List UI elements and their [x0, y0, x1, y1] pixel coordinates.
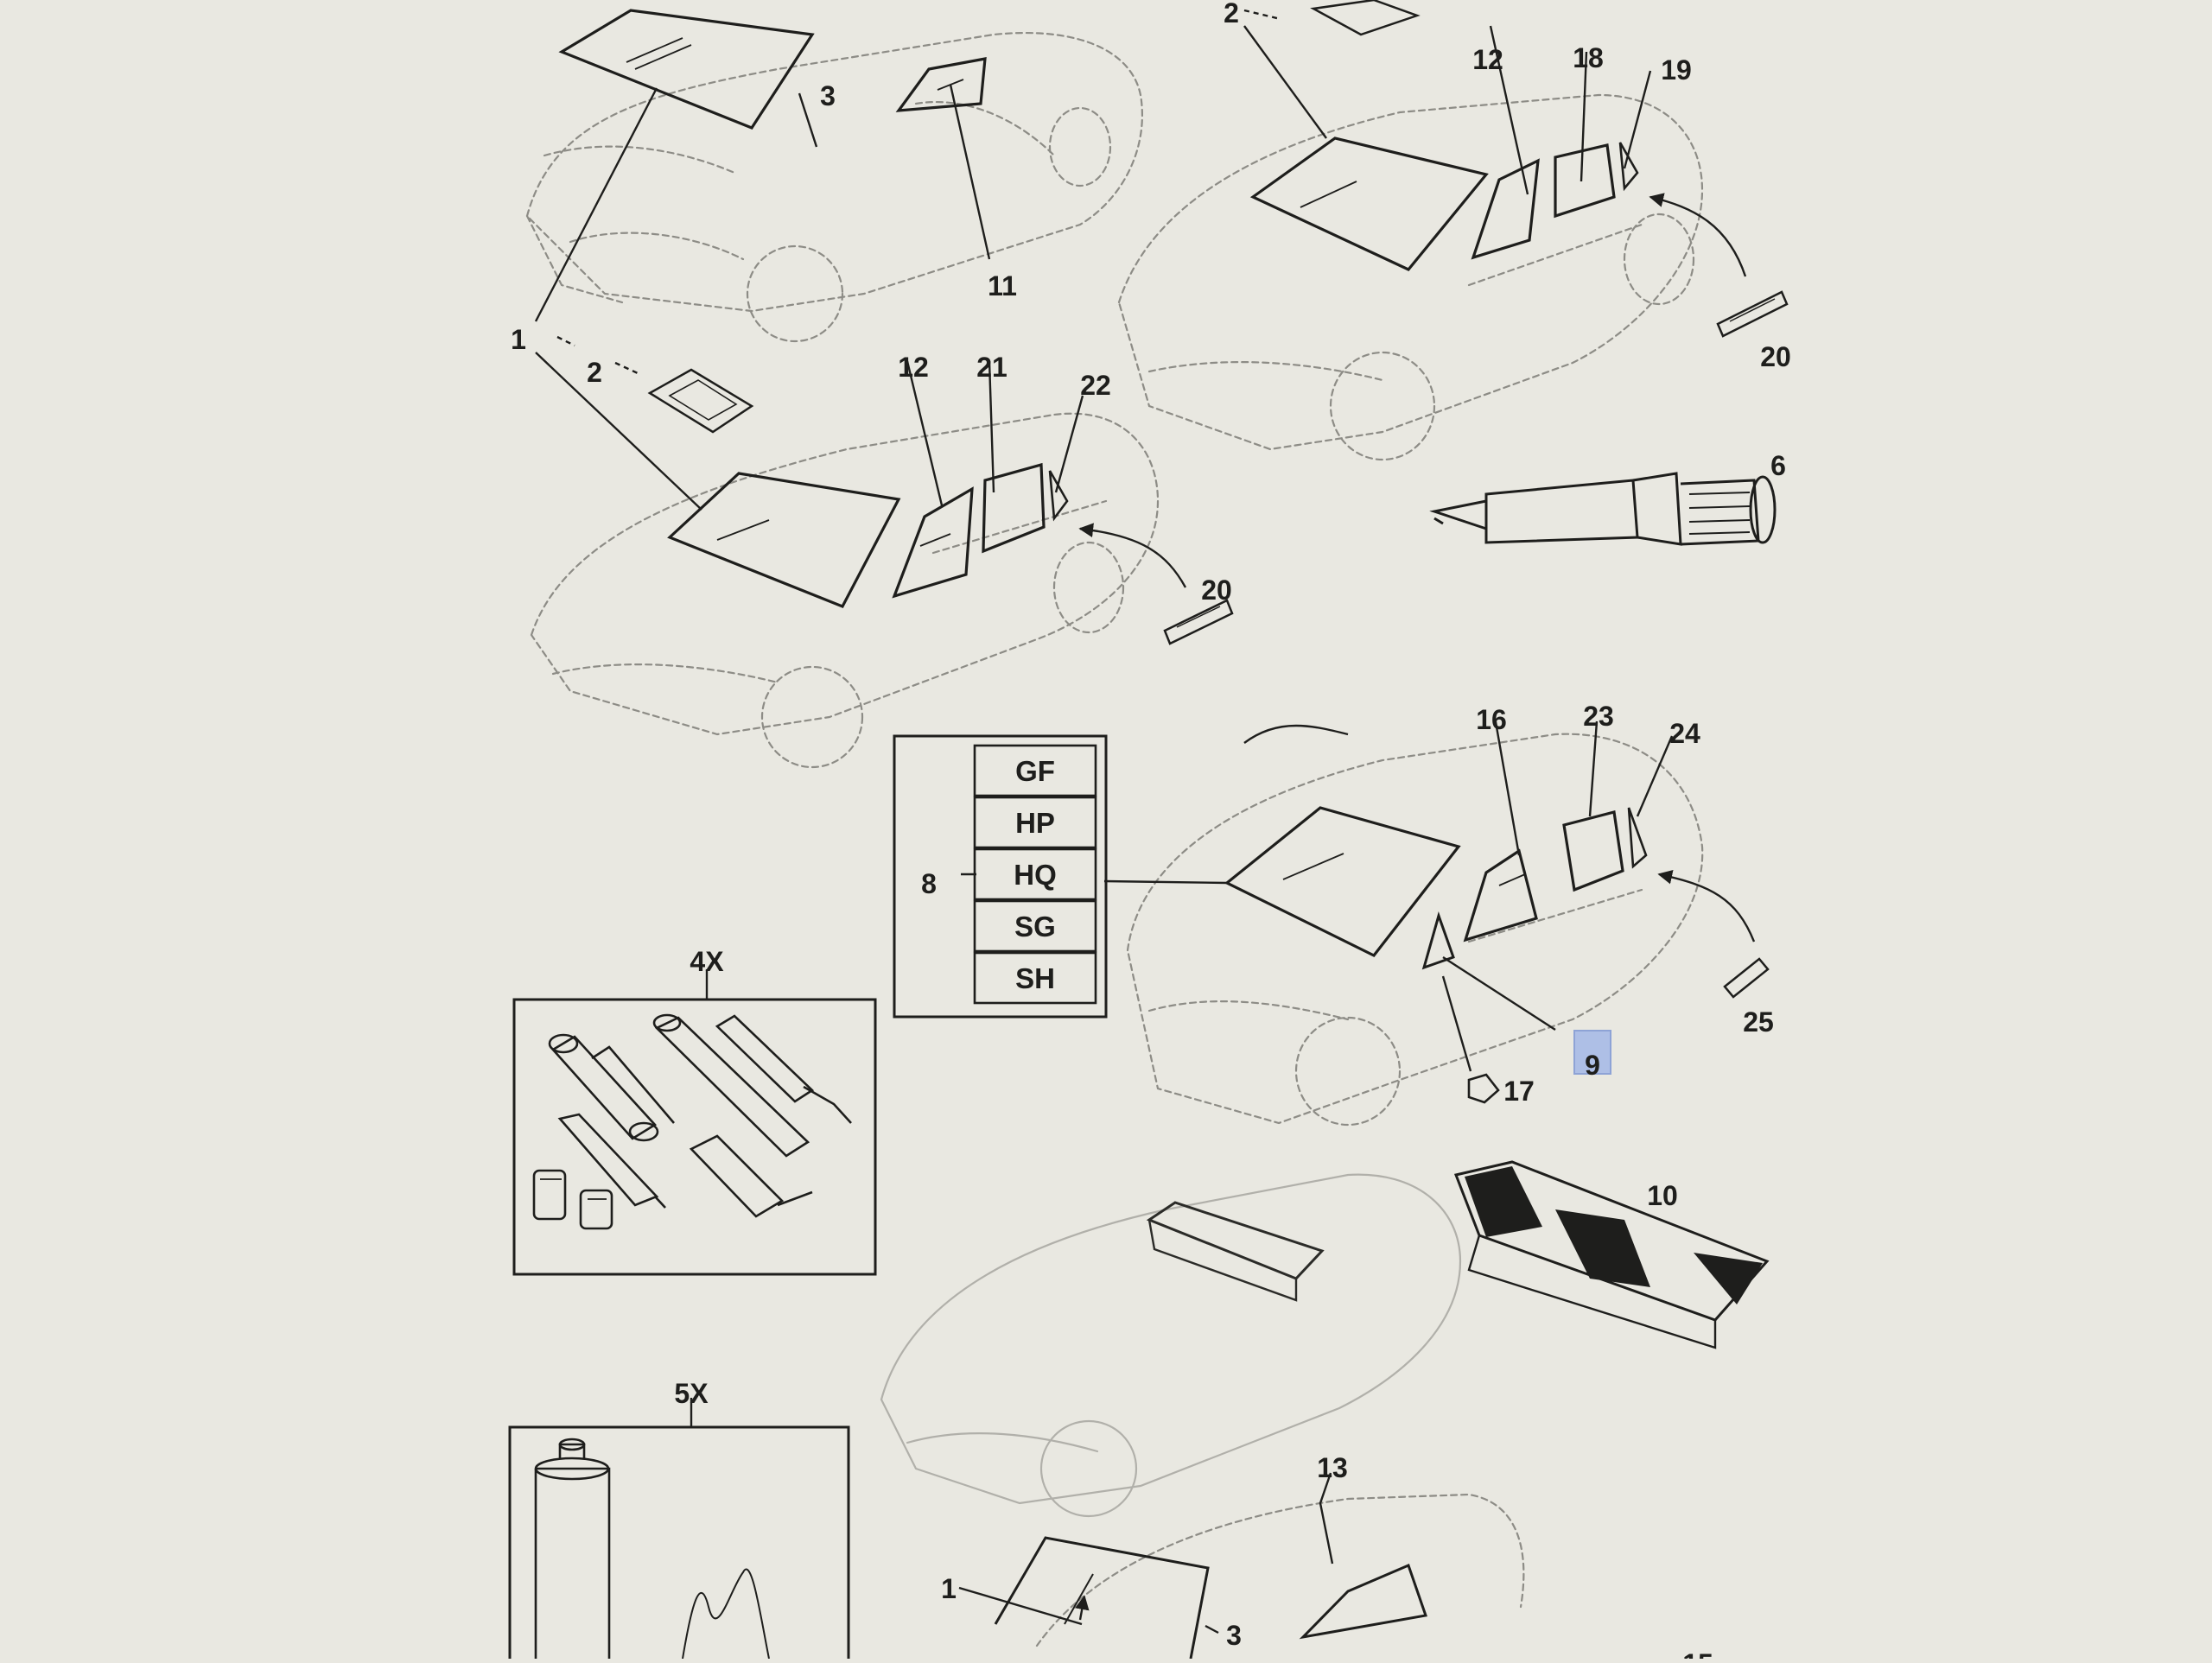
variant-code-cell [973, 796, 1097, 849]
callout-c3a: 3 [820, 80, 836, 111]
callout-c1a: 1 [511, 324, 526, 355]
sedan-top-right-illustration [1117, 93, 1704, 461]
hatchback-middle-right-illustration [1126, 733, 1704, 1127]
callout-c3c: 3 [1226, 1620, 1242, 1651]
leader-lines [534, 9, 1674, 1634]
seal-part-17 [1467, 1073, 1500, 1104]
callout-c13: 13 [1317, 1452, 1348, 1483]
callout-c18: 18 [1573, 42, 1604, 73]
rear-side-glass-bottom [1299, 1563, 1427, 1640]
wind-deflector-on-convertible [1146, 1201, 1325, 1302]
variant-code-panel [893, 734, 1108, 1019]
adhesive-gun-part-6 [1429, 472, 1777, 546]
part-2-bracket-top [1310, 0, 1421, 36]
callout-c12a: 12 [1472, 44, 1503, 75]
callout-c21: 21 [976, 352, 1007, 383]
callout-c11: 11 [988, 270, 1017, 301]
variant-code-cell [973, 744, 1097, 797]
callout-c22: 22 [1080, 370, 1111, 401]
callout-c4x: 4X [690, 946, 724, 977]
variant-code-label: SH [1015, 962, 1055, 994]
variant-code-label: HQ [1014, 859, 1057, 891]
part-2-bracket-middle [647, 368, 754, 434]
windshield-glass-middle-left [667, 472, 901, 609]
wind-deflector-part-10 [1453, 1160, 1770, 1349]
rear-door-glass-middle-right [1562, 807, 1648, 892]
variant-code-list: GF HP HQ SG SH [973, 744, 1097, 1005]
clip-part-20-middle [1163, 599, 1234, 645]
variant-code-cell [973, 899, 1097, 953]
windshield-glass-middle-right [1224, 806, 1461, 958]
callout-c6: 6 [1770, 450, 1786, 481]
convertible-bottom-illustration [880, 1173, 1462, 1518]
clip-part-20-top [1716, 290, 1789, 338]
callout-c2top: 2 [1224, 0, 1239, 29]
arrows [1074, 193, 1756, 1621]
bottom-right-car-illustration [1035, 1493, 1525, 1647]
callout-c8: 8 [921, 868, 937, 899]
front-door-glass-top-right [1471, 158, 1540, 260]
windshield-glass-top-right [1249, 136, 1489, 271]
callout-c19: 19 [1661, 54, 1692, 86]
variant-code-label: GF [1015, 755, 1055, 787]
variant-code-label: SG [1014, 911, 1056, 943]
callout-c20b: 20 [1201, 574, 1232, 606]
callout-c12b: 12 [898, 352, 929, 383]
callout-c2b: 2 [587, 357, 602, 388]
callout-c16: 16 [1476, 704, 1507, 735]
callout-c17: 17 [1503, 1076, 1535, 1107]
kit-4x-tools-illustration [532, 1013, 852, 1230]
windshield-glass-top-left [558, 9, 815, 130]
callout-c23: 23 [1583, 701, 1614, 732]
quarter-glass-part-9 [1421, 911, 1455, 970]
kit-4x-panel [512, 969, 877, 1276]
callout-c25: 25 [1743, 1006, 1774, 1038]
callout-c24: 24 [1669, 718, 1700, 749]
callout-c1c: 1 [941, 1573, 957, 1604]
rear-door-glass-top-right [1554, 142, 1639, 219]
callout-c10: 10 [1647, 1180, 1678, 1211]
kit-5x-cartridge-illustration [534, 1438, 770, 1660]
callout-numbers: 1311212181920121221222061623248259174X10… [511, 0, 1791, 1663]
clip-part-25 [1723, 957, 1770, 999]
callout-c15: 15 [1682, 1648, 1713, 1659]
front-door-glass-middle-left [892, 486, 974, 599]
hatchback-top-left-illustration [525, 31, 1143, 343]
variant-code-label: HP [1015, 807, 1055, 839]
callout-c20a: 20 [1760, 341, 1791, 372]
callout-c5x: 5X [674, 1378, 709, 1409]
variant-code-cell [973, 951, 1097, 1005]
callout-c9: 9 [1585, 1050, 1600, 1081]
selected-callout-highlight [1573, 1030, 1611, 1075]
kit-5x-panel [508, 1398, 850, 1659]
sedan-middle-left-illustration [530, 412, 1160, 769]
